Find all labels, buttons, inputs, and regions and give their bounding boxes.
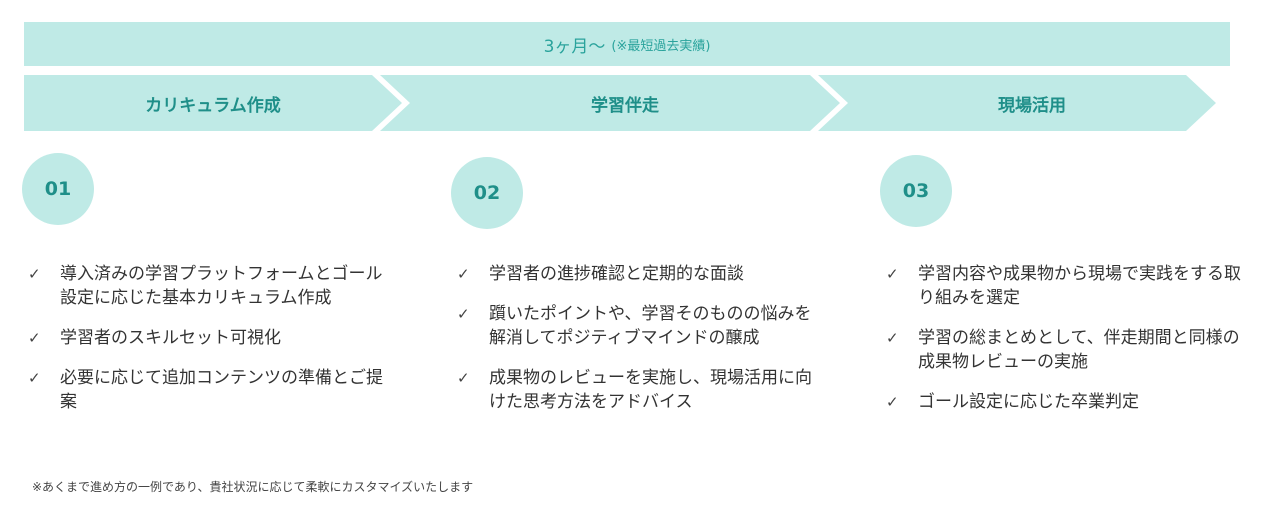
phase-arrow-2: [380, 75, 840, 131]
list-item: ✓学習者の進捗確認と定期的な面談: [457, 264, 744, 284]
check-icon: ✓: [28, 369, 41, 387]
list-item: ✓必要に応じて追加コンテンツの準備とご提案: [28, 368, 383, 412]
list-item: ✓導入済みの学習プラットフォームとゴール設定に応じた基本カリキュラム作成: [28, 264, 383, 308]
list-item: ✓学習者のスキルセット可視化: [28, 328, 281, 348]
checklist-2: ✓学習者の進捗確認と定期的な面談 ✓躓いたポイントや、学習そのものの悩みを解消し…: [453, 262, 813, 430]
phase-label-3: 現場活用: [998, 95, 1066, 116]
list-item: ✓ゴール設定に応じた卒業判定: [886, 392, 1139, 412]
list-item: ✓躓いたポイントや、学習そのものの悩みを解消してポジティブマインドの醸成: [457, 304, 812, 348]
duration-banner: 3ヶ月〜 (※最短過去実績): [24, 22, 1230, 66]
check-icon: ✓: [886, 329, 899, 347]
phase-arrow-1: [24, 75, 402, 131]
list-item: ✓学習内容や成果物から現場で実践をする取り組みを選定: [886, 264, 1241, 308]
phase-label-2: 学習伴走: [591, 95, 659, 116]
list-item: ✓成果物のレビューを実施し、現場活用に向けた思考方法をアドバイス: [457, 368, 812, 412]
phase-arrow-3: [818, 75, 1216, 131]
duration-note: (※最短過去実績): [611, 38, 711, 54]
duration-label: 3ヶ月〜: [543, 36, 606, 57]
checklist-3: ✓学習内容や成果物から現場で実践をする取り組みを選定 ✓学習の総まとめとして、伴…: [882, 262, 1242, 430]
phase-label-1: カリキュラム作成: [145, 95, 281, 116]
check-icon: ✓: [457, 265, 470, 283]
check-icon: ✓: [457, 305, 470, 323]
list-item: ✓学習の総まとめとして、伴走期間と同様の成果物レビューの実施: [886, 328, 1240, 372]
phase-arrows: [24, 75, 1216, 131]
check-icon: ✓: [457, 369, 470, 387]
step-number-1: 01: [22, 153, 94, 225]
check-icon: ✓: [886, 393, 899, 411]
check-icon: ✓: [28, 329, 41, 347]
step-number-2: 02: [451, 157, 523, 229]
footnote: ※あくまで進め方の一例であり、貴社状況に応じて柔軟にカスタマイズいたします: [32, 480, 474, 494]
checklist-1: ✓導入済みの学習プラットフォームとゴール設定に応じた基本カリキュラム作成 ✓学習…: [24, 262, 384, 430]
check-icon: ✓: [28, 265, 41, 283]
step-number-3: 03: [880, 155, 952, 227]
check-icon: ✓: [886, 265, 899, 283]
